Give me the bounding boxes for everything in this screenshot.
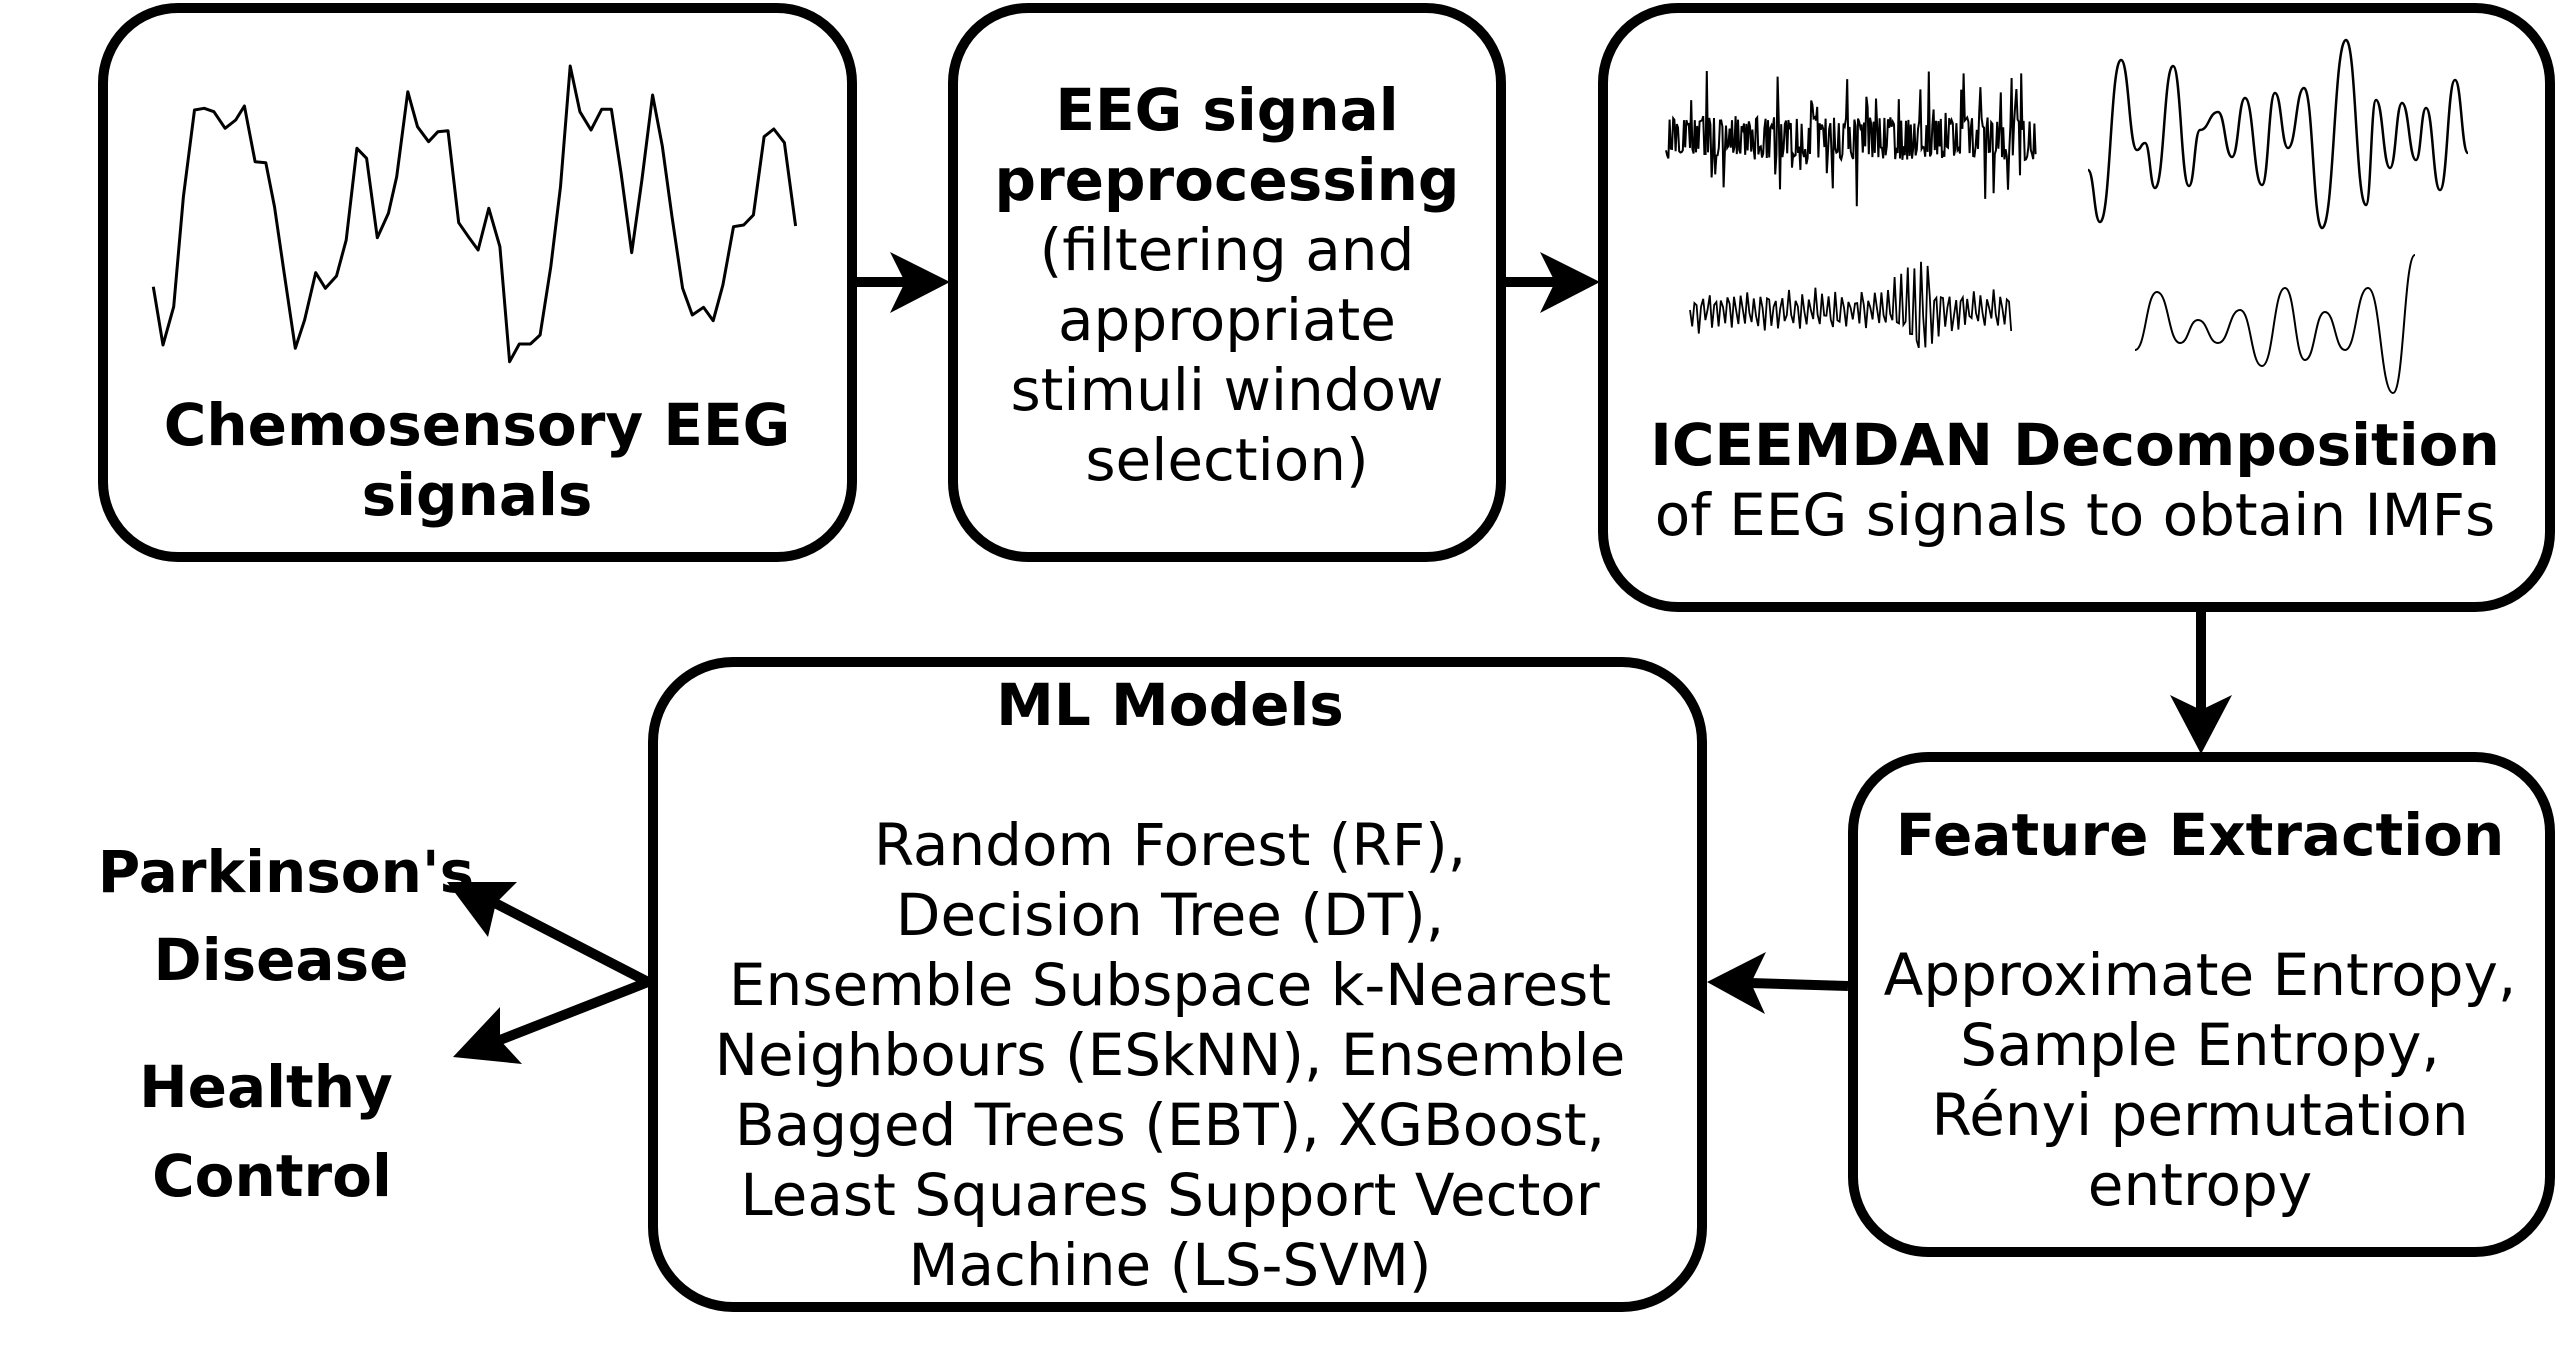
node-features-box [1848,752,2555,1257]
node-features: Feature Extraction Approximate Entropy, … [1848,752,2555,1257]
output-healthy-line-2: Control [152,1142,392,1210]
node-preprocessing-title-line-1: EEG signal [1055,76,1398,144]
node-features-body-line-4: entropy [2088,1151,2312,1219]
node-models-body-line-2: Decision Tree (DT), [896,881,1444,949]
node-input: Chemosensory EEG signals [98,3,857,562]
node-decomposition: ICEEMDAN Decomposition of EEG signals to… [1598,3,2555,612]
waveform-trace [2134,254,2416,395]
edge-models-to-parkinsons [447,882,651,987]
node-input-box [98,3,857,562]
node-input-title-line-2: signals [362,461,593,529]
node-models-body-line-3: Ensemble Subspace k-Nearest [729,951,1611,1019]
arrowhead-right-icon [890,252,950,313]
imf-waveform-2-icon [2086,38,2470,230]
node-models-body-line-4: Neighbours (ESkNN), Ensemble [715,1021,1626,1089]
edge-decomposition-to-features [2170,612,2232,754]
edge-models-to-healthy [453,977,650,1064]
arrowhead-down-icon [2170,695,2232,754]
output-parkinsons: Parkinson's Disease [98,838,474,994]
node-models: ML Models Random Forest (RF), Decision T… [648,657,1707,1312]
node-features-body-line-3: Rényi permutation [1932,1081,2469,1149]
node-models-body-line-6: Least Squares Support Vector [740,1161,1599,1229]
node-features-body-line-1: Approximate Entropy, [1884,941,2517,1009]
arrowhead-left-icon [1707,952,1766,1014]
node-preprocessing-body-line-4: selection) [1085,426,1368,494]
node-decomposition-body: of EEG signals to obtain IMFs [1655,481,2496,549]
node-preprocessing-body-line-3: stimuli window [1010,356,1443,424]
node-preprocessing-title-line-2: preprocessing [995,146,1460,214]
output-parkinsons-line-2: Disease [154,926,409,994]
node-preprocessing-body-line-2: appropriate [1058,286,1396,354]
output-healthy-line-1: Healthy [139,1053,393,1121]
output-parkinsons-line-1: Parkinson's [98,838,474,906]
node-preprocessing-body-line-1: (filtering and [1040,216,1415,284]
arrowhead-right-icon [1540,252,1600,313]
connector-line [498,977,650,1045]
node-models-title: ML Models [996,671,1344,739]
node-models-body-line-7: Machine (LS-SVM) [908,1231,1431,1299]
edge-features-to-models [1707,952,1849,1014]
node-models-box [648,657,1707,1312]
connector-line [1749,978,1849,991]
arrowhead-down-left-icon [453,1007,522,1064]
connector-line [492,898,651,987]
waveform-trace [2086,38,2470,230]
node-input-title-line-1: Chemosensory EEG [164,391,790,459]
edge-input-to-preprocessing [857,252,950,313]
imf-waveform-3-icon [1689,261,2013,349]
node-preprocessing-box [948,3,1506,562]
node-decomposition-title: ICEEMDAN Decomposition [1650,411,2500,479]
output-healthy: Healthy Control [139,1053,393,1210]
node-preprocessing: EEG signal preprocessing (filtering and … [948,3,1506,562]
node-models-body-line-5: Bagged Trees (EBT), XGBoost, [735,1091,1605,1159]
imf-waveform-4-icon [2134,254,2416,395]
waveform-trace [1689,261,2013,349]
edge-preprocessing-to-decomposition [1506,252,1600,313]
node-features-title: Feature Extraction [1896,801,2505,869]
waveform-trace [1665,70,2037,207]
arrowhead-up-left-icon [447,882,517,937]
imf-waveform-1-icon [1665,70,2037,207]
eeg-waveform-icon [151,64,798,364]
node-features-body-line-2: Sample Entropy, [1960,1011,2440,1079]
node-models-body-line-1: Random Forest (RF), [874,811,1466,879]
